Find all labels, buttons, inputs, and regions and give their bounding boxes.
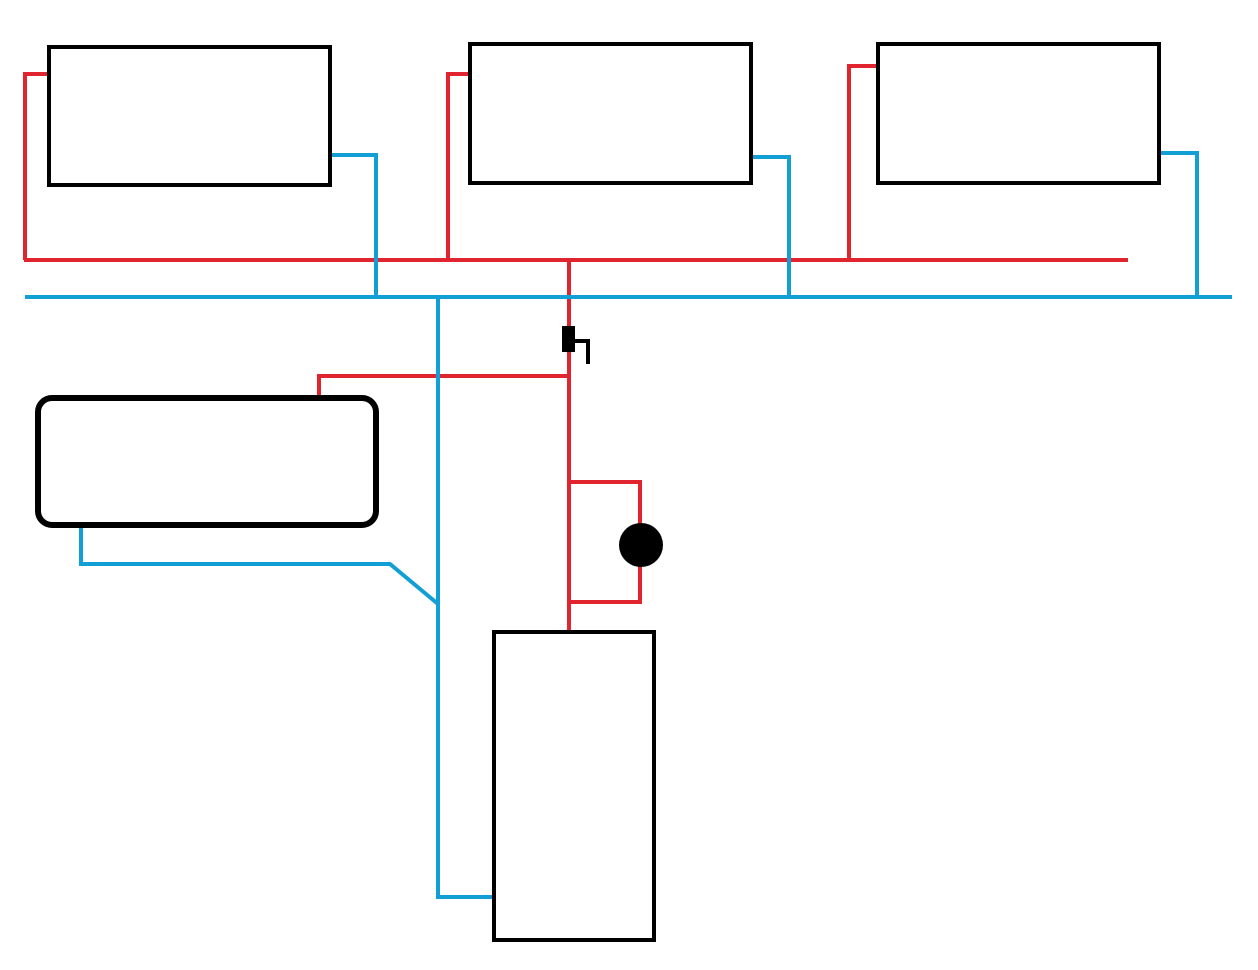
valve-icon bbox=[562, 326, 590, 364]
return-riser-pipe bbox=[436, 297, 494, 899]
radiators bbox=[47, 42, 1161, 187]
radiator-2 bbox=[468, 42, 753, 185]
return-branch-radiator-3 bbox=[1158, 151, 1199, 297]
pump-icon bbox=[619, 523, 663, 567]
valve-body bbox=[562, 326, 575, 352]
valve-handle bbox=[575, 339, 590, 364]
supply-pipes bbox=[23, 64, 1128, 632]
boiler bbox=[492, 630, 656, 942]
return-pipes bbox=[25, 151, 1232, 899]
storage-tank bbox=[35, 395, 379, 528]
radiator-3 bbox=[876, 42, 1161, 185]
supply-branch-tank bbox=[317, 374, 569, 398]
radiator-1 bbox=[47, 45, 332, 187]
return-branch-radiator-2 bbox=[750, 155, 791, 297]
return-branch-radiator-1 bbox=[329, 153, 378, 297]
supply-branch-radiator-3 bbox=[847, 64, 879, 260]
return-branch-tank bbox=[79, 525, 440, 606]
supply-branch-radiator-1 bbox=[23, 72, 50, 260]
supply-branch-radiator-2 bbox=[446, 72, 471, 260]
